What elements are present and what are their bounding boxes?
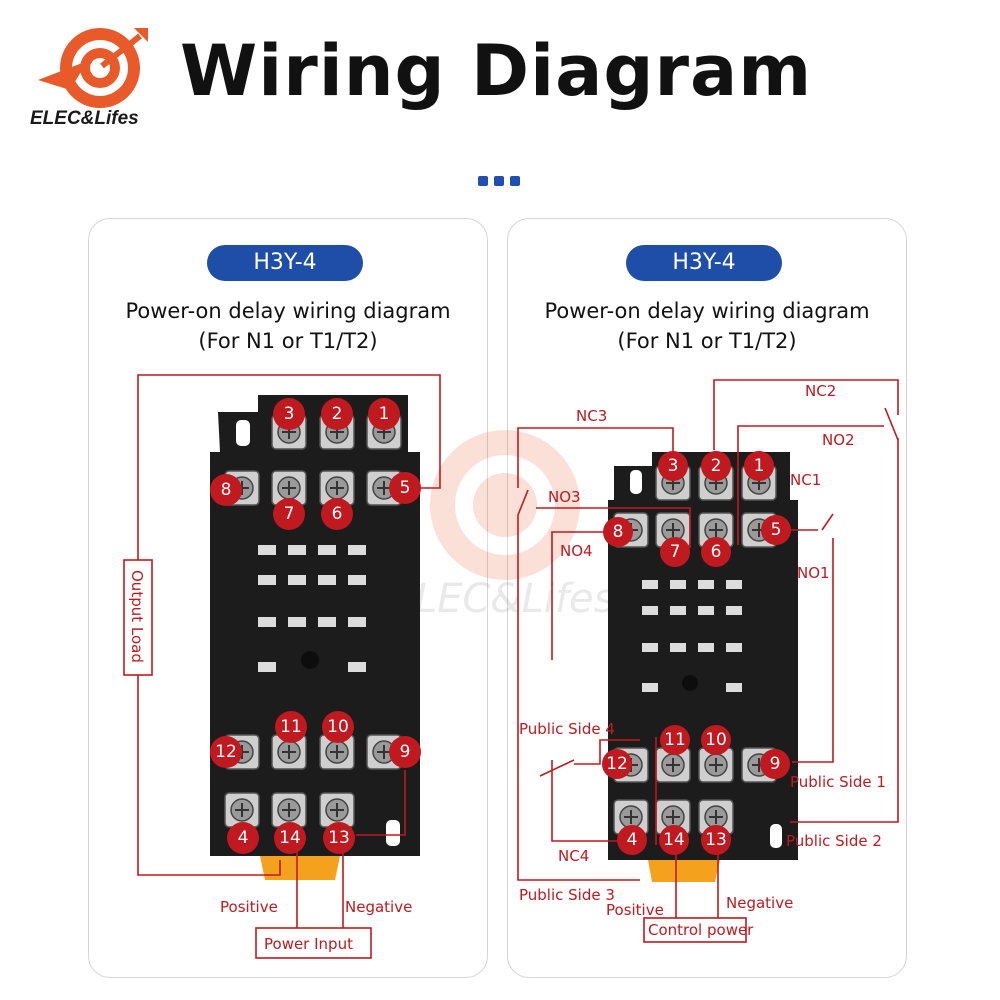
terminal-9: 9 (760, 749, 790, 779)
wiring-left (123, 374, 441, 959)
control-power-label: Control power (648, 921, 754, 939)
terminal-7: 7 (273, 498, 305, 530)
svg-text:4: 4 (238, 828, 249, 848)
nc3-label: NC3 (576, 407, 607, 425)
terminal-13: 13 (701, 825, 731, 855)
watermark: ELEC&Lifes (390, 430, 615, 622)
no2-label: NO2 (822, 431, 855, 449)
nc4-label: NC4 (558, 847, 589, 865)
svg-text:5: 5 (400, 478, 411, 498)
terminal-badges-right: 3 2 1 8 7 6 5 11 10 12 9 4 14 13 (602, 451, 791, 855)
terminal-2: 2 (701, 451, 731, 481)
svg-text:7: 7 (284, 504, 295, 524)
terminal-5: 5 (761, 515, 791, 545)
svg-text:3: 3 (668, 456, 679, 476)
terminal-8: 8 (210, 474, 242, 506)
logo-icon (38, 28, 148, 108)
terminal-7: 7 (660, 537, 690, 567)
model-badge: H3Y-4 (626, 245, 782, 281)
svg-text:6: 6 (332, 504, 343, 524)
wiring-right (517, 379, 899, 943)
brand-logo (30, 20, 160, 130)
no3-label: NO3 (548, 488, 581, 506)
svg-text:1: 1 (754, 456, 765, 476)
power-input-label: Power Input (264, 935, 353, 953)
panel-subtitle-note: (For N1 or T1/T2) (198, 329, 378, 353)
no4-label: NO4 (560, 542, 593, 560)
nc1-label: NC1 (790, 471, 821, 489)
svg-text:2: 2 (711, 456, 722, 476)
terminal-1: 1 (744, 451, 774, 481)
svg-text:2: 2 (332, 404, 343, 424)
positive-label: Positive (606, 901, 664, 919)
svg-text:11: 11 (280, 717, 302, 737)
terminal-13: 13 (323, 822, 355, 854)
output-load-label: Output Load (128, 570, 146, 663)
terminal-4: 4 (227, 822, 259, 854)
nc2-label: NC2 (805, 382, 836, 400)
terminal-5: 5 (389, 472, 421, 504)
positive-label: Positive (220, 898, 278, 916)
panel-subtitle: Power-on delay wiring diagram (125, 299, 451, 323)
panel-subtitle: Power-on delay wiring diagram (544, 299, 870, 323)
svg-text:12: 12 (215, 742, 237, 762)
watermark-text: ELEC&Lifes (390, 576, 615, 622)
terminal-14: 14 (659, 825, 689, 855)
svg-text:14: 14 (663, 830, 685, 850)
svg-text:8: 8 (221, 480, 232, 500)
svg-text:8: 8 (613, 522, 624, 542)
svg-text:13: 13 (705, 830, 727, 850)
svg-text:5: 5 (771, 520, 782, 540)
brand-name: ELEC&Lifes (30, 108, 139, 129)
negative-label: Negative (345, 898, 412, 916)
svg-text:14: 14 (279, 828, 301, 848)
public-side-3-label: Public Side 3 (519, 886, 615, 904)
public-side-1-label: Public Side 1 (790, 773, 886, 791)
svg-text:9: 9 (400, 742, 411, 762)
divider-dots (478, 176, 520, 186)
terminal-3: 3 (658, 451, 688, 481)
terminal-1: 1 (368, 398, 400, 430)
svg-text:11: 11 (664, 730, 686, 750)
wiring-labels-right: NC2 NO2 NC3 NO3 NC1 NO1 NO4 Public Side … (519, 382, 886, 939)
svg-text:13: 13 (328, 828, 350, 848)
terminal-10: 10 (322, 711, 354, 743)
relay-socket-left (210, 395, 420, 880)
terminal-14: 14 (274, 822, 306, 854)
page-title: Wiring Diagram (180, 30, 813, 112)
model-badge: H3Y-4 (207, 245, 363, 281)
no1-label: NO1 (797, 564, 830, 582)
svg-text:10: 10 (705, 730, 727, 750)
negative-label: Negative (726, 894, 793, 912)
terminal-12: 12 (210, 736, 242, 768)
wiring-labels-left: Output Load Positive Negative Power Inpu… (128, 570, 412, 953)
svg-text:12: 12 (606, 754, 628, 774)
terminal-10: 10 (701, 725, 731, 755)
relay-socket-right (608, 452, 798, 882)
svg-text:10: 10 (327, 717, 349, 737)
terminal-11: 11 (660, 725, 690, 755)
terminal-11: 11 (275, 711, 307, 743)
terminal-badges-left: 3 2 1 8 7 6 5 11 10 12 9 4 14 13 (210, 398, 421, 854)
svg-text:7: 7 (670, 542, 681, 562)
panel-subtitle-note: (For N1 or T1/T2) (617, 329, 797, 353)
terminal-4: 4 (617, 825, 647, 855)
public-side-4-label: Public Side 4 (519, 720, 615, 738)
terminal-12: 12 (602, 749, 632, 779)
svg-text:1: 1 (379, 404, 390, 424)
terminal-9: 9 (389, 736, 421, 768)
svg-text:4: 4 (627, 830, 638, 850)
terminal-8: 8 (603, 517, 633, 547)
terminal-3: 3 (273, 398, 305, 430)
svg-text:9: 9 (770, 754, 781, 774)
terminal-2: 2 (321, 398, 353, 430)
svg-text:3: 3 (284, 404, 295, 424)
public-side-2-label: Public Side 2 (786, 832, 882, 850)
terminal-6: 6 (321, 498, 353, 530)
terminal-6: 6 (701, 537, 731, 567)
svg-text:6: 6 (711, 542, 722, 562)
